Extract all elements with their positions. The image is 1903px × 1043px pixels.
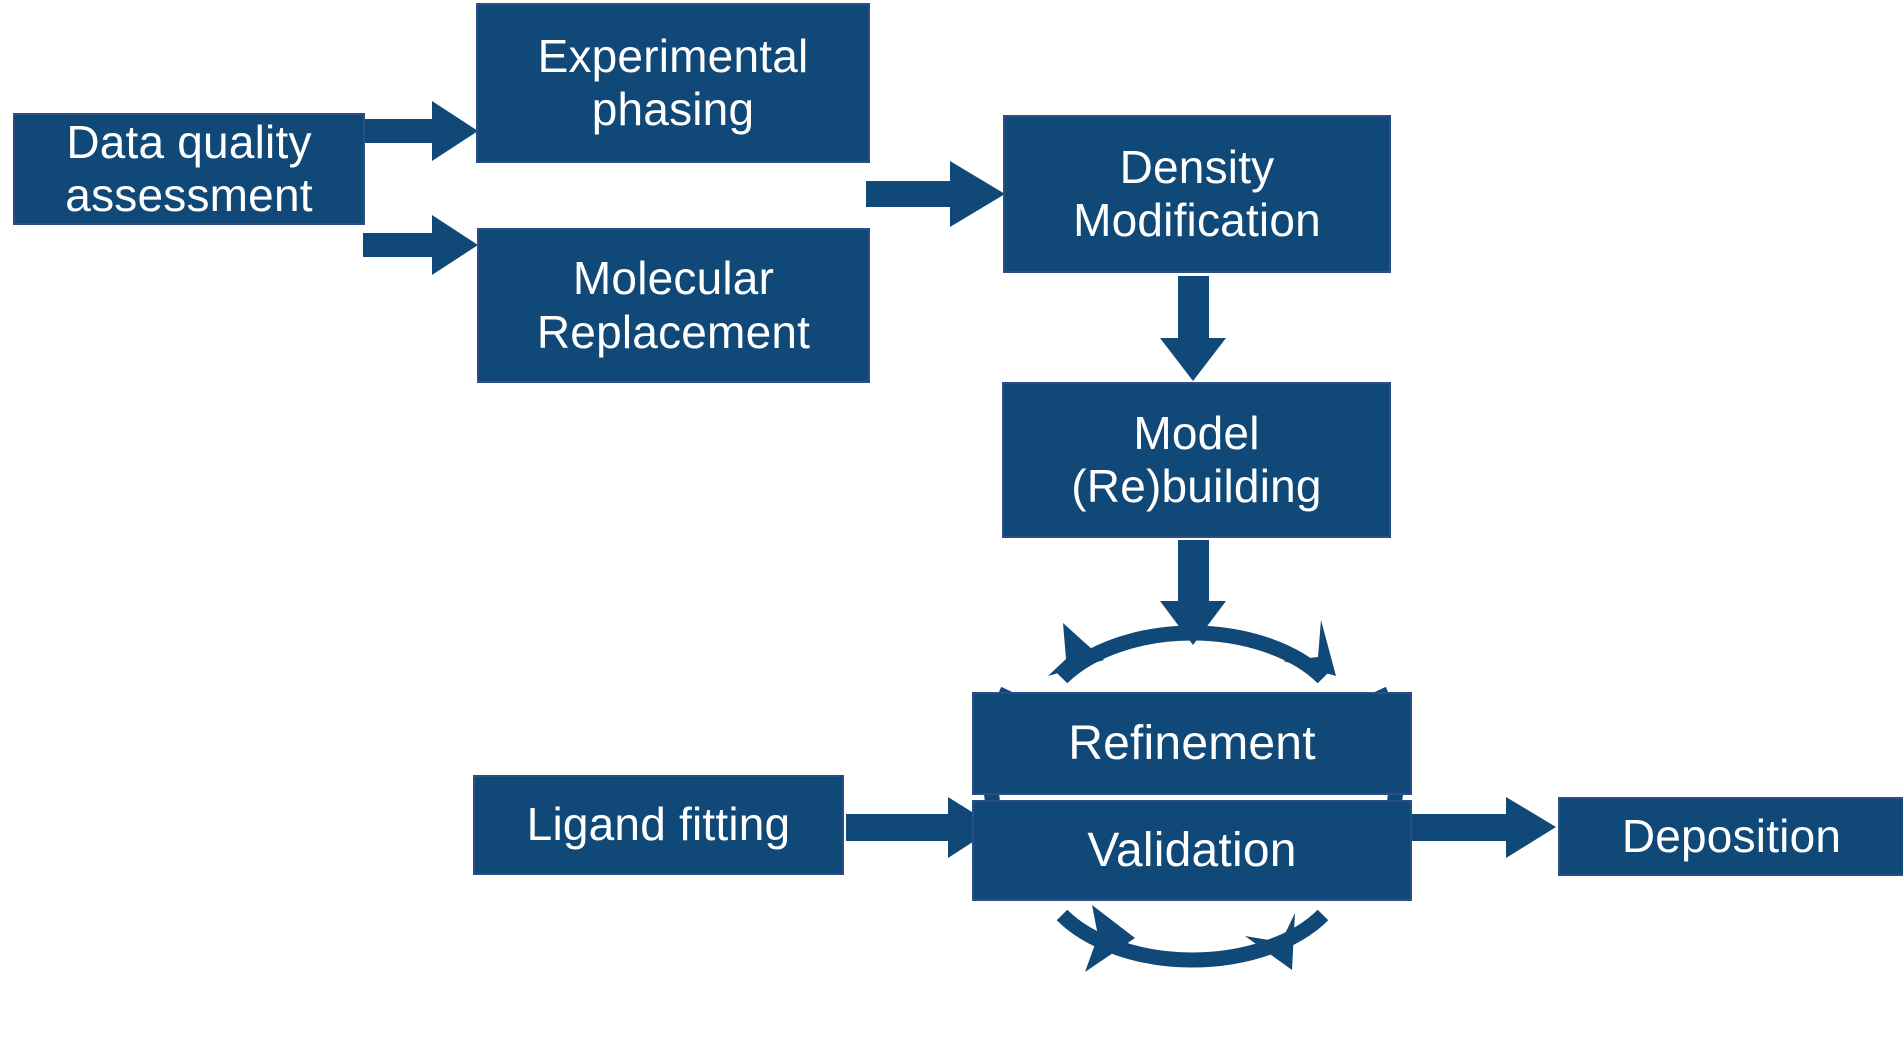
arrow-validation-to-deposition	[1400, 797, 1556, 858]
node-deposition[interactable]: Deposition	[1558, 797, 1903, 876]
arrow-phasing-to-density-modification	[866, 161, 1005, 227]
node-molecular-replacement[interactable]: Molecular Replacement	[477, 228, 870, 383]
cycle-bottom-right-arrowhead	[1245, 913, 1295, 970]
cycle-top-right-arc	[1191, 625, 1329, 684]
node-density-modification[interactable]: Density Modification	[1003, 115, 1391, 273]
cycle-top-left-arc	[1056, 625, 1193, 684]
node-data-quality-assessment[interactable]: Data quality assessment	[13, 113, 365, 225]
node-ligand-fitting[interactable]: Ligand fitting	[473, 775, 844, 875]
cycle-bottom-right-arc	[1191, 909, 1329, 968]
arrow-dqa-to-experimental-phasing	[363, 101, 478, 161]
node-refinement[interactable]: Refinement	[972, 692, 1412, 795]
node-model-rebuilding[interactable]: Model (Re)building	[1002, 382, 1391, 538]
cycle-bottom-left-arrowhead	[1085, 905, 1135, 972]
node-validation[interactable]: Validation	[972, 800, 1412, 901]
node-experimental-phasing[interactable]: Experimental phasing	[476, 3, 870, 163]
cycle-bottom-left-arc	[1056, 909, 1193, 968]
arrow-model-rebuilding-to-refinement	[1160, 540, 1226, 645]
cycle-top-right-arrowhead	[1283, 620, 1336, 676]
arrow-dqa-to-molecular-replacement	[363, 215, 478, 275]
arrow-density-modification-to-model-rebuilding	[1160, 276, 1226, 381]
cycle-top-left-arrowhead	[1048, 623, 1104, 676]
